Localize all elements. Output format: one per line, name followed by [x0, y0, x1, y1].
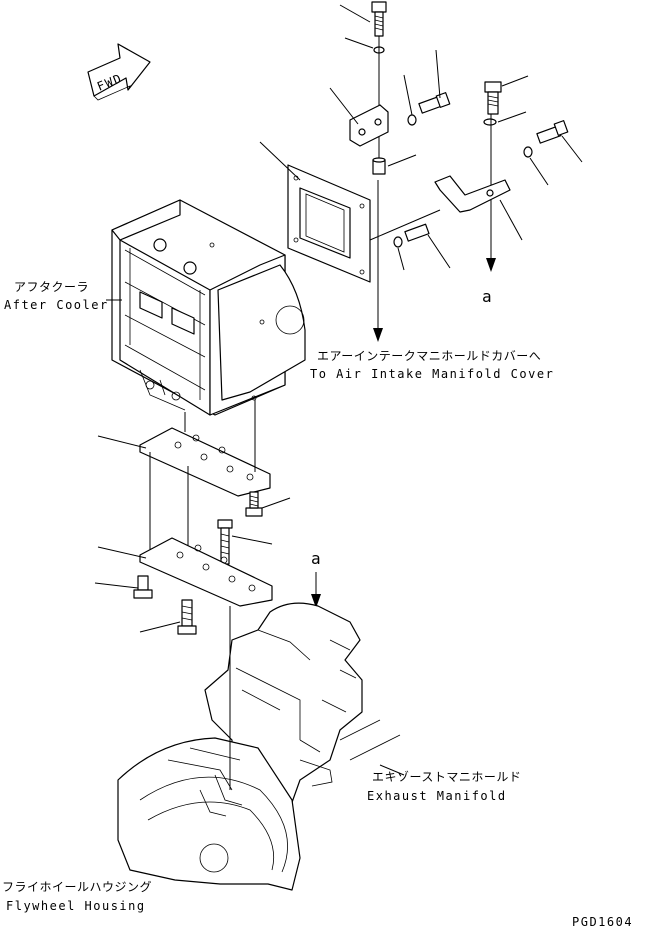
top-bolt: [339, 1, 387, 160]
plate-bolt-1: [245, 491, 291, 517]
after-cooler: [106, 199, 306, 416]
fwd-arrow-icon: FWD: [87, 43, 151, 101]
flywheel-housing: [117, 606, 301, 891]
air-intake-label-en: To Air Intake Manifold Cover: [310, 367, 554, 381]
exhaust-label-en: Exhaust Manifold: [367, 789, 507, 803]
air-intake-label-jp: エアーインテークマニホールドカバーへ: [317, 349, 541, 363]
support-bracket: [434, 175, 523, 241]
exhaust-label-jp: エキゾーストマニホールド: [372, 770, 521, 784]
washer-bolt-2: [523, 120, 583, 186]
lower-mounting-plate: [97, 537, 273, 607]
spacer: [372, 154, 417, 175]
ref-mark-upper: a: [482, 287, 492, 306]
after-cooler-label-en: After Cooler: [4, 298, 109, 312]
after-cooler-label-jp: アフタクーラ: [14, 280, 89, 294]
cover-plate: [259, 141, 441, 342]
ref-mark-lower: a: [311, 549, 321, 568]
plate-bolt-3: [94, 575, 153, 599]
drawing-code: PGD1604: [572, 915, 633, 927]
upper-mounting-plate: [97, 400, 271, 550]
flywheel-label-en: Flywheel Housing: [6, 899, 146, 913]
plate-bolt-4: [139, 599, 197, 635]
upper-bracket: [329, 87, 389, 147]
washer-bolt-1: [403, 49, 451, 126]
flywheel-label-jp: フライホイールハウジング: [2, 880, 152, 894]
washer-bolt-3: [393, 223, 451, 271]
